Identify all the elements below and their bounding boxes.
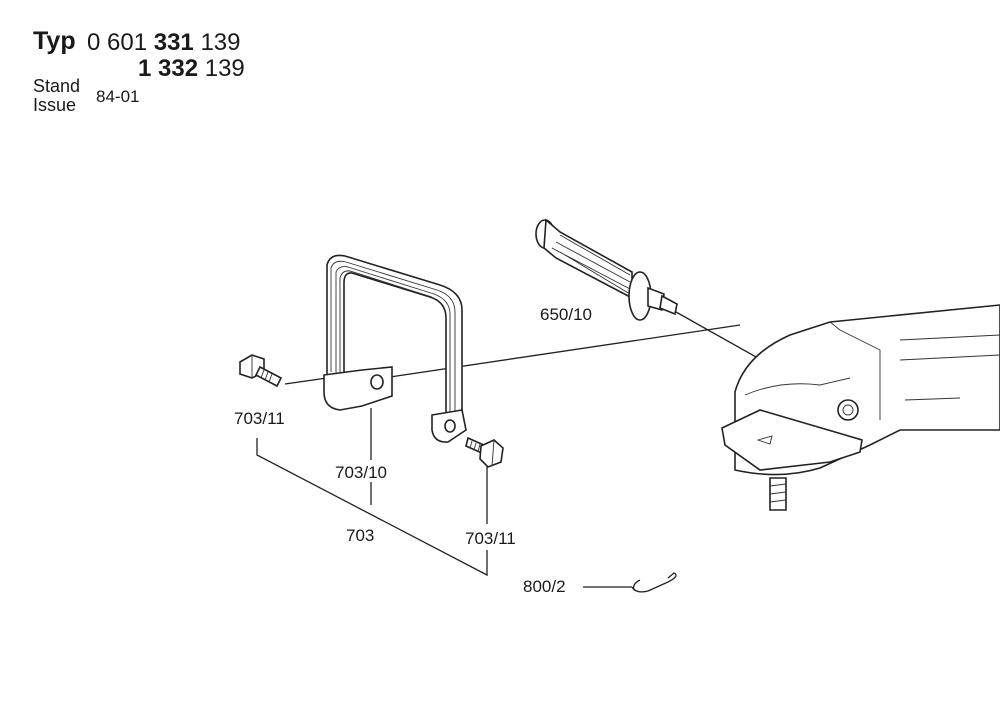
issue-label: Issue [33,95,77,115]
type-number-line-1: 0 601 331 139 [87,31,241,55]
type-number-line-2: 1 332 139 [138,57,245,81]
leader-screw-left-to-bracket [284,377,328,385]
type-number-2-suffix: 139 [204,55,245,82]
leader-handle-to-machine [675,311,766,363]
bracket-icon [323,254,467,443]
type-label: Typ [33,27,76,55]
issue-value: 84-01 [96,87,140,106]
leader-assembly-bracket [256,438,488,577]
key-icon [631,572,677,593]
stand-label: Stand [33,76,81,96]
type-number-1-bold: 331 [153,29,194,56]
type-number-2-bold: 1 332 [138,55,199,82]
callout-key: 800/2 [523,577,566,596]
callout-auxiliary-handle: 650/10 [540,305,592,324]
screw-left-icon [239,354,283,388]
callout-screw-left: 703/11 [234,409,285,428]
type-number-1-prefix: 0 601 [87,29,148,56]
leader-bracket-to-machine [389,324,741,378]
auxiliary-handle-icon [535,218,678,321]
type-number-1-suffix: 139 [200,29,241,56]
angle-grinder-icon [721,304,1000,511]
callout-screw-right: 703/11 [465,529,516,548]
callout-bracket: 703/10 [335,463,387,482]
screw-right-icon [465,436,504,468]
callout-assembly: 703 [346,526,375,545]
